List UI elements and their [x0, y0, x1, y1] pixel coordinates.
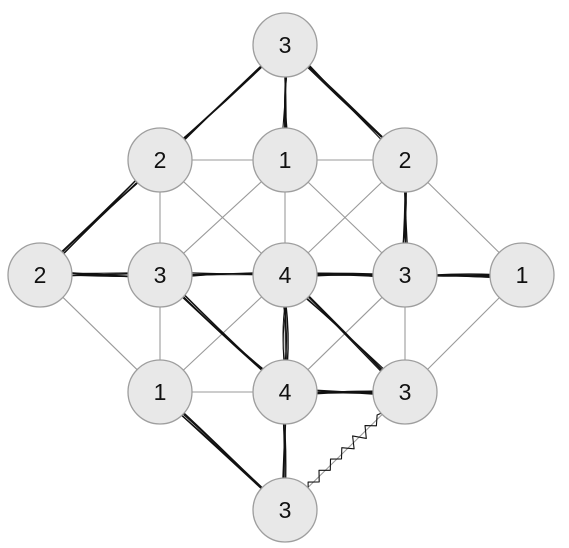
pen-stroke-n-r2-right-n-r3-right	[402, 187, 408, 248]
pen-stroke-n-r3-far-left-n-r3-left	[67, 271, 133, 278]
pen-stroke-n-r3-mid-n-r4-mid	[282, 302, 289, 365]
node-label: 2	[399, 147, 412, 173]
node-label: 1	[154, 379, 167, 405]
node-n-r3-far-right: 1	[489, 242, 555, 308]
pen-stroke-n-r4-right-n-bottom	[307, 411, 386, 495]
node-n-r2-left: 2	[127, 127, 193, 193]
node-circle	[252, 477, 318, 543]
node-n-top: 3	[252, 12, 318, 78]
edge-n-r4-right-n-bottom	[306, 412, 384, 490]
pen-stroke-n-r4-mid-n-bottom	[282, 419, 287, 483]
node-circle	[372, 127, 438, 193]
edge-n-r2-right-n-r3-far-right	[426, 180, 501, 255]
edge-n-r3-far-right-n-r4-right	[425, 295, 502, 372]
node-circle	[7, 242, 73, 308]
node-n-r4-mid: 4	[252, 359, 318, 425]
node-label: 2	[34, 262, 47, 288]
node-label: 4	[279, 262, 292, 288]
edge-n-r2-right-n-r3-mid	[306, 180, 384, 255]
pen-stroke-n-top-n-r2-left	[179, 62, 266, 144]
node-n-bottom: 3	[252, 477, 318, 543]
pen-stroke-n-r3-left-n-r4-mid	[179, 291, 267, 374]
node-label: 3	[399, 379, 412, 405]
node-circle	[372, 242, 438, 308]
pen-stroke-n-r3-mid-n-r3-right	[312, 272, 378, 278]
node-circle	[372, 359, 438, 425]
pen-stroke-n-r4-mid-n-r4-right	[312, 389, 378, 395]
node-label: 2	[154, 147, 167, 173]
pen-stroke-n-top-n-r2-right	[304, 62, 387, 143]
node-n-r2-right: 2	[372, 127, 438, 193]
node-circle	[127, 359, 193, 425]
pen-strokes-layer	[58, 62, 495, 495]
node-circle	[127, 242, 193, 308]
node-circle	[127, 127, 193, 193]
node-circle	[252, 242, 318, 308]
node-label: 4	[279, 379, 292, 405]
node-circle	[252, 127, 318, 193]
pen-stroke-n-top-n-r2-mid	[282, 72, 288, 133]
node-label: 1	[516, 262, 529, 288]
node-circle	[489, 242, 555, 308]
node-label: 1	[279, 147, 292, 173]
node-circle	[252, 12, 318, 78]
edge-n-r2-mid-n-r3-left	[181, 179, 264, 256]
node-circle	[252, 359, 318, 425]
node-n-r4-left: 1	[127, 359, 193, 425]
pen-stroke-n-r3-right-n-r3-far-right	[432, 273, 495, 279]
node-n-r4-right: 3	[372, 359, 438, 425]
node-label: 3	[279, 32, 292, 58]
node-n-r3-mid: 4	[252, 242, 318, 308]
node-label: 3	[154, 262, 167, 288]
node-n-r2-mid: 1	[252, 127, 318, 193]
node-label: 3	[399, 262, 412, 288]
node-n-r3-left: 3	[127, 242, 193, 308]
pen-stroke-n-r3-mid-n-r4-right	[302, 292, 387, 375]
pen-stroke-n-r4-left-n-bottom	[178, 409, 266, 492]
edge-n-r3-far-left-n-r4-left	[61, 295, 139, 372]
pen-stroke-n-r3-left-n-r3-mid	[187, 272, 258, 277]
node-label: 3	[279, 497, 292, 523]
nodes-layer: 3 2 1 2 2 3 4 3 1 1 4 3 3	[7, 12, 555, 543]
pen-stroke-n-r2-left-n-r3-far-left	[58, 177, 142, 258]
node-n-r3-far-left: 2	[7, 242, 73, 308]
node-n-r3-right: 3	[372, 242, 438, 308]
